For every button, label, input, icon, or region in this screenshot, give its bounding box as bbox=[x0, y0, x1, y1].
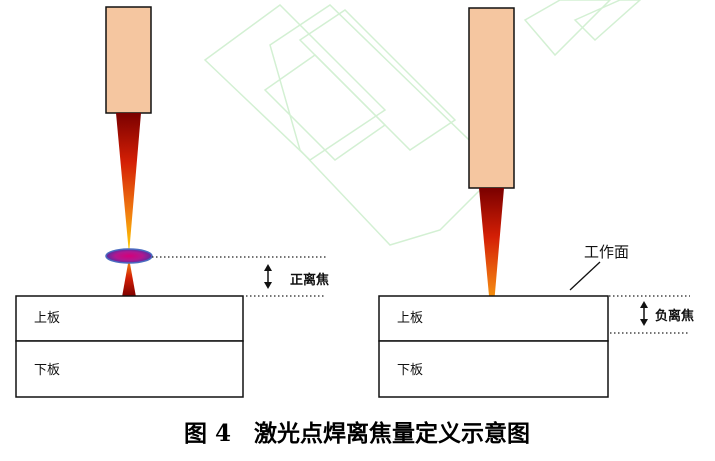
left-lower-plate-label: 下板 bbox=[34, 363, 60, 378]
right-diagram: 负离焦 工作面 上板 下板 bbox=[378, 7, 694, 398]
right-double-arrow-icon bbox=[640, 301, 648, 326]
left-focus-label: 正离焦 bbox=[290, 272, 329, 288]
figure-caption: 图 4 激光点焊离焦量定义示意图 bbox=[184, 420, 530, 447]
left-beam-below-focus bbox=[122, 258, 136, 297]
right-laser-beam bbox=[479, 188, 504, 328]
watermark-logo bbox=[203, 0, 642, 246]
left-double-arrow-icon bbox=[264, 264, 272, 289]
left-lower-plate bbox=[15, 340, 244, 398]
left-upper-plate bbox=[15, 295, 244, 342]
left-laser-beam bbox=[116, 113, 141, 254]
right-focus-label: 负离焦 bbox=[655, 308, 694, 324]
right-upper-plate-label: 上板 bbox=[397, 311, 423, 326]
left-diagram: 正离焦 上板 下板 bbox=[15, 6, 329, 398]
right-lower-plate-label: 下板 bbox=[397, 363, 423, 378]
left-focus-spot bbox=[105, 248, 153, 264]
surface-leader-line bbox=[569, 261, 601, 291]
surface-label: 工作面 bbox=[584, 243, 629, 261]
right-lower-plate bbox=[378, 340, 609, 398]
left-upper-plate-label: 上板 bbox=[34, 311, 60, 326]
left-nozzle bbox=[105, 6, 152, 114]
right-nozzle bbox=[468, 7, 515, 189]
